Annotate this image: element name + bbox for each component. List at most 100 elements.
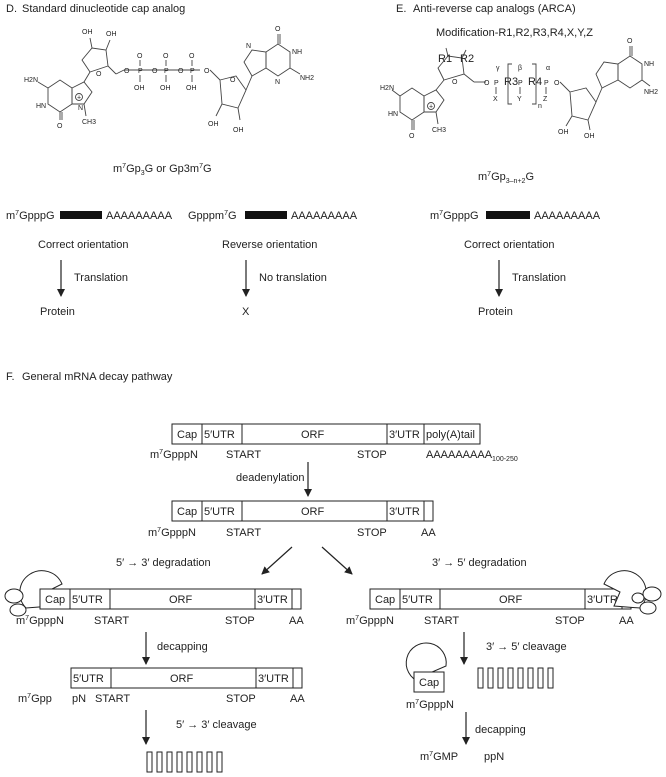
translation-label: Translation — [74, 272, 128, 284]
x-atom-label: X — [493, 96, 498, 103]
deadenylated-mrna: Cap 5′UTR ORF 3′UTR m7GpppN START STOP A… — [148, 500, 436, 539]
short-polya-segment — [423, 500, 434, 522]
oh-atom: OH — [134, 85, 145, 92]
utr5-text: 5′UTR — [204, 506, 235, 518]
scavenger-complex-icon: Cap — [405, 642, 447, 693]
panel-d-formula: m7Gp3G or Gp3m7G — [113, 163, 212, 177]
orf-text: ORF — [301, 429, 325, 441]
o-atom: O — [152, 68, 158, 75]
polya-text: poly(A)tail — [426, 429, 475, 441]
repeat-bracket-left — [507, 63, 512, 105]
polya-segment — [423, 423, 481, 445]
cap-text: Cap — [419, 677, 439, 689]
cleavage-53-label: 5′ → 3′ cleavage — [176, 719, 257, 731]
translation-label: Translation — [512, 272, 566, 284]
o-atom: O — [189, 53, 195, 60]
released-cap-segment — [413, 671, 445, 693]
stop-label: STOP — [357, 527, 387, 539]
stop-label: STOP — [225, 615, 255, 627]
exosome-complex-icon — [603, 570, 662, 615]
left-branch-mrna: Cap 5′UTR ORF 3′UTR m7GpppN START STOP A… — [16, 588, 304, 627]
o-atom: O — [204, 68, 210, 75]
o-atom: O — [554, 80, 560, 87]
polya-label: AAAAAAAAA — [106, 210, 173, 222]
cap-text: Cap — [177, 506, 197, 518]
utr3-text: 3′UTR — [389, 429, 420, 441]
cap-label: m7GpppG — [430, 210, 479, 222]
gamma-label: γ — [496, 65, 500, 72]
stop-label: STOP — [226, 693, 256, 705]
x-label: X — [242, 306, 250, 318]
y-atom-label: Y — [517, 96, 522, 103]
right-pathway-title: 3′ → 5′ degradation — [432, 557, 527, 569]
o-atom: O — [96, 71, 102, 78]
polya-label: AAAAAAAAA — [291, 210, 358, 222]
m7gmp-label: m7GMP — [420, 751, 458, 763]
start-label: START — [94, 615, 129, 627]
correct-orientation-label: Correct orientation — [38, 239, 129, 251]
gpp-label: m7Gpp — [18, 693, 52, 705]
utr5-text: 5′UTR — [73, 673, 104, 685]
panel-f-title: General mRNA decay pathway — [22, 371, 173, 383]
stop-label: STOP — [357, 449, 387, 461]
left-pathway-title: 5′ → 3′ degradation — [116, 557, 211, 569]
panel-d: D. Standard dinucleotide cap analog H2N … — [6, 3, 358, 318]
oh-atom: OH — [186, 85, 197, 92]
pn-label: pN — [72, 693, 86, 705]
n-label: n — [538, 103, 542, 110]
o-atom: O — [484, 80, 490, 87]
cap-structure-label: m7GpppN — [346, 615, 394, 627]
protein-label: Protein — [478, 306, 513, 318]
h2n-atom: H2N — [24, 77, 38, 84]
nucleotide-fragments-right — [477, 667, 554, 689]
guanine-right-structure: O NH NH2 N N — [243, 26, 314, 86]
o-atom: O — [452, 79, 458, 86]
start-label: START — [226, 449, 261, 461]
utr3-text: 3′UTR — [587, 594, 618, 606]
mrna-body-bar — [60, 211, 102, 219]
m7-guanine-structure: H2N HN O N + CH3 — [24, 71, 96, 130]
nh2-atom: NH2 — [644, 89, 658, 96]
decapped-mrna: 5′UTR ORF 3′UTR m7Gpp pN START STOP AA — [18, 667, 305, 705]
oh-atom: OH — [584, 133, 595, 140]
panel-e: E. Anti-reverse cap analogs (ARCA) Modif… — [380, 3, 658, 318]
ribose-right-structure: OH OH O — [208, 69, 253, 134]
no-translation-label: No translation — [259, 272, 327, 284]
arca-construct: m7GpppG AAAAAAAAA Correct orientation Tr… — [430, 210, 601, 318]
utr5-text: 5′UTR — [204, 429, 235, 441]
ch3-atom: CH3 — [82, 119, 96, 126]
modification-label: Modification-R1,R2,R3,R4,X,Y,Z — [436, 27, 593, 39]
p-atom: P — [164, 68, 169, 75]
correct-orientation-label: Correct orientation — [464, 239, 555, 251]
polya-label: AAAAAAAAA — [534, 210, 601, 222]
p-atom: P — [518, 80, 523, 87]
hn-atom: HN — [36, 103, 46, 110]
oh-atom: OH — [208, 121, 219, 128]
cap-structure-label: m7GpppN — [148, 527, 196, 539]
start-label: START — [226, 527, 261, 539]
orf-text: ORF — [170, 673, 194, 685]
panel-f-letter: F. — [6, 371, 15, 383]
o-atom: O — [627, 38, 633, 45]
full-mrna: Cap 5′UTR ORF 3′UTR poly(A)tail m7GpppN … — [150, 423, 518, 463]
utr3-text: 3′UTR — [257, 594, 288, 606]
alpha-label: α — [546, 65, 550, 72]
beta-label: β — [518, 65, 522, 72]
utr5-text: 5′UTR — [72, 594, 103, 606]
right-branch-mrna: Cap 5′UTR ORF 3′UTR m7GpppN START STOP A… — [346, 588, 634, 627]
oh-atom: OH — [106, 31, 117, 38]
o-atom: O — [137, 53, 143, 60]
oh-atom: OH — [233, 127, 244, 134]
panel-e-title: Anti-reverse cap analogs (ARCA) — [413, 3, 576, 15]
aa-label: AA — [421, 527, 436, 539]
cap-structure-label: m7GpppN — [406, 699, 454, 711]
reverse-orientation-label: Reverse orientation — [222, 239, 317, 251]
o-atom: O — [57, 123, 63, 130]
orf-text: ORF — [499, 594, 523, 606]
triphosphate-structure: O P O P O P O O O O OH OH OH — [124, 53, 210, 92]
p-atom: P — [494, 80, 499, 87]
orf-text: ORF — [169, 594, 193, 606]
utr3-text: 3′UTR — [389, 506, 420, 518]
cap-structure-label: m7GpppN — [150, 449, 198, 461]
